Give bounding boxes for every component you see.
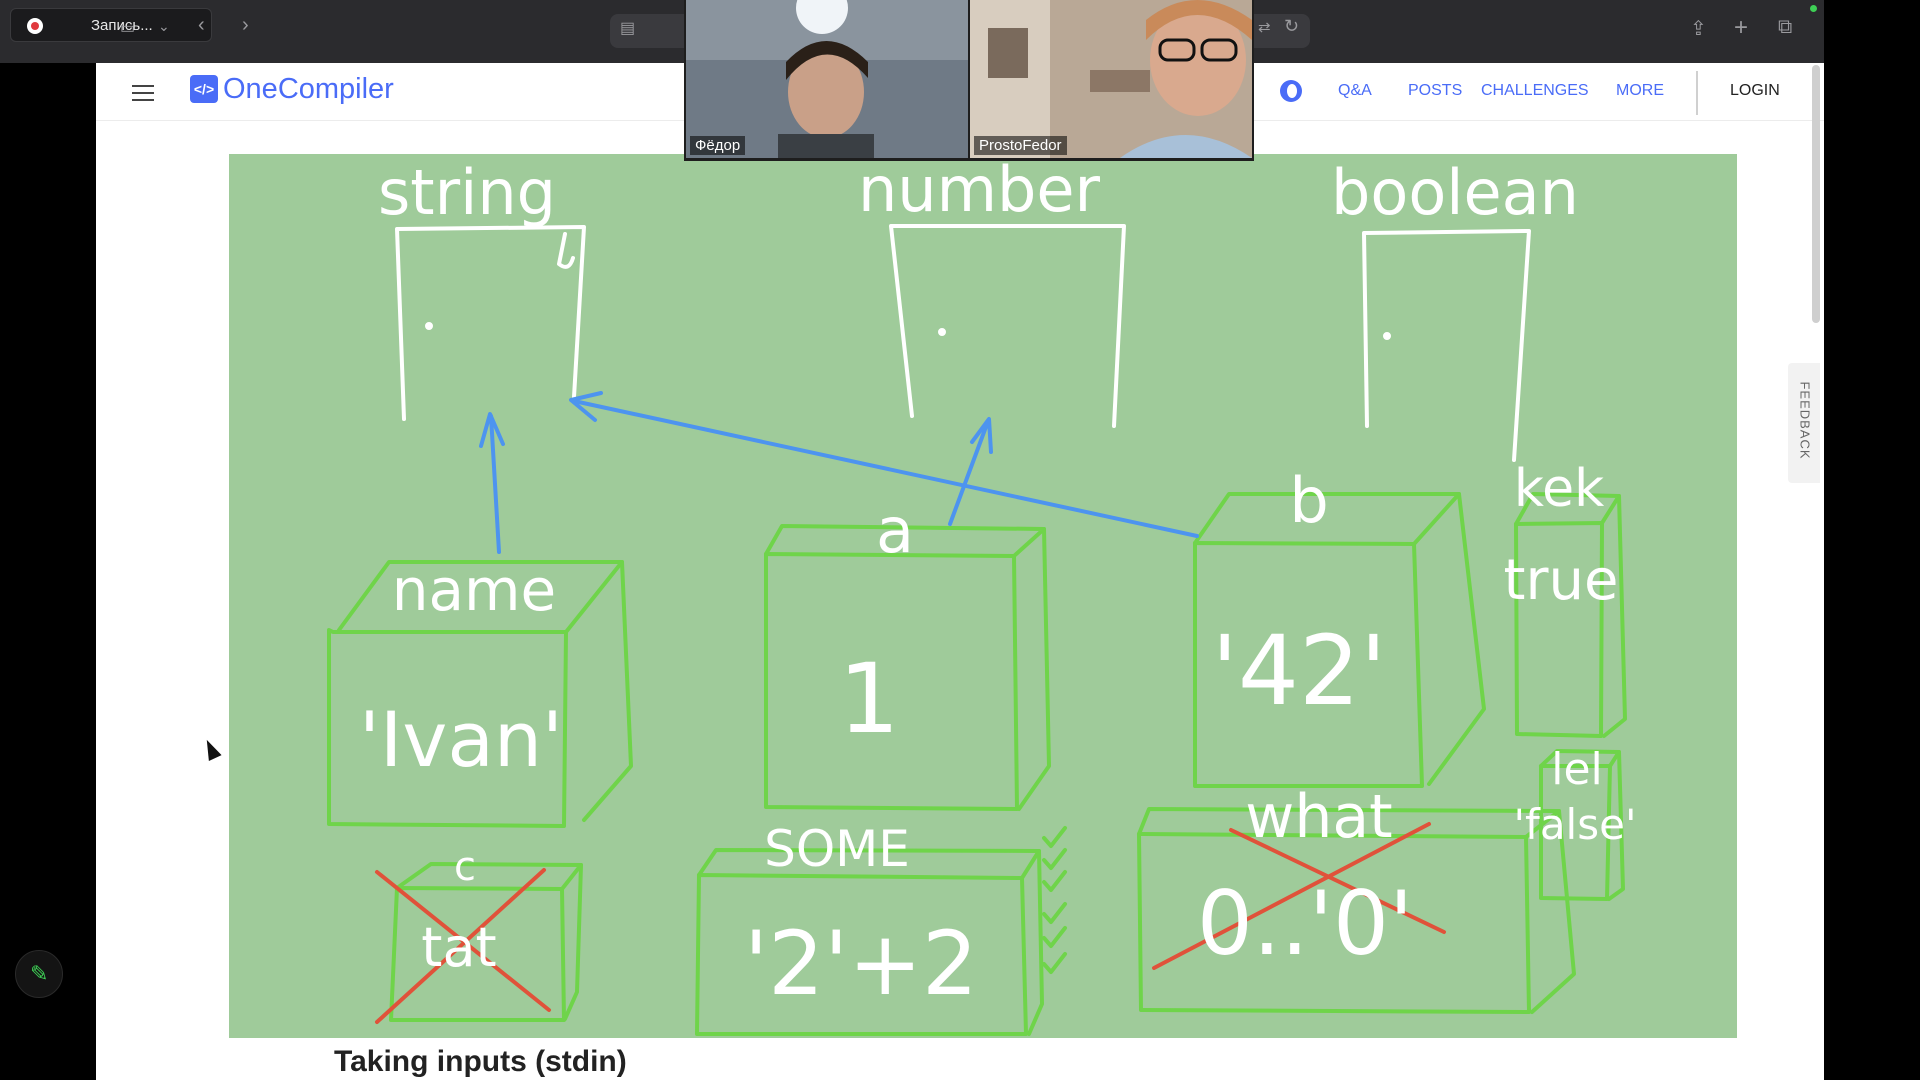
box-label-name: name xyxy=(392,556,556,624)
nav-divider xyxy=(1696,71,1698,115)
participant-tile-2[interactable]: ProstoFedor xyxy=(970,0,1252,158)
type-label-string: string xyxy=(378,156,556,229)
feedback-label: FEEDBACK xyxy=(1797,381,1813,460)
login-button[interactable]: LOGIN xyxy=(1730,82,1780,99)
web-page: </> OneCompiler Q&A POSTS CHALLENGES MOR… xyxy=(96,63,1824,1080)
box-what xyxy=(1137,807,1576,1014)
box-label-what: what xyxy=(1245,782,1392,852)
box-label-lel: lel xyxy=(1551,744,1603,795)
cross-out-what xyxy=(1152,822,1446,970)
feedback-tab[interactable]: FEEDBACK xyxy=(1788,363,1820,483)
annotate-button[interactable]: ✎ xyxy=(15,950,63,998)
type-label-number: number xyxy=(858,154,1100,226)
box-value-what: 0..'0' xyxy=(1197,872,1413,975)
box-b xyxy=(1193,492,1486,788)
box-label-c: c xyxy=(454,844,476,890)
box-c xyxy=(389,862,583,1022)
participant-video-1 xyxy=(686,0,968,158)
reload-icon[interactable]: ↻ xyxy=(1284,16,1300,36)
pencil-icon: ✎ xyxy=(30,961,49,986)
nav-challenges[interactable]: CHALLENGES xyxy=(1481,82,1589,99)
box-label-some: SOME xyxy=(764,820,910,878)
sidebar-icon[interactable]: ▭ xyxy=(120,20,136,37)
type-door-string xyxy=(395,225,586,421)
box-label-b: b xyxy=(1289,464,1328,537)
cross-out-c xyxy=(375,868,551,1024)
type-door-number xyxy=(889,224,1126,428)
box-name xyxy=(327,560,633,828)
new-tab-icon[interactable]: + xyxy=(1734,14,1749,41)
box-value-kek: true xyxy=(1504,548,1619,613)
box-value-name: 'Ivan' xyxy=(359,695,563,784)
box-value-c: tat xyxy=(421,916,496,979)
type-door-boolean xyxy=(1362,229,1531,462)
recording-label: Запись... xyxy=(91,17,153,34)
share-icon[interactable]: ⇪ xyxy=(1690,18,1707,40)
tabs-overview-icon[interactable]: ⧉ xyxy=(1778,16,1793,38)
translate-icon[interactable]: ⇄ xyxy=(1258,19,1271,36)
box-label-kek: kek xyxy=(1514,459,1604,519)
participant-name-2: ProstoFedor xyxy=(974,136,1067,155)
box-label-a: a xyxy=(876,494,914,567)
reader-icon[interactable]: ▤ xyxy=(620,20,636,37)
menu-icon[interactable] xyxy=(132,85,154,101)
site-logo[interactable]: OneCompiler xyxy=(223,73,394,105)
camera-active-indicator xyxy=(1810,5,1817,12)
box-value-lel: 'false' xyxy=(1513,800,1636,849)
box-value-some: '2'+2 xyxy=(744,912,978,1015)
box-a xyxy=(764,524,1051,811)
box-value-a: 1 xyxy=(838,643,899,755)
video-call-strip: Фёдор ProstoFedor xyxy=(684,0,1254,161)
type-label-boolean: boolean xyxy=(1331,156,1579,229)
box-some xyxy=(695,848,1044,1036)
arrow-a-to-number xyxy=(948,417,993,526)
mouse-cursor-icon xyxy=(200,736,222,762)
checkmarks xyxy=(1042,826,1067,974)
chevron-down-icon[interactable]: ⌄ xyxy=(158,18,170,34)
box-value-b: '42' xyxy=(1212,615,1387,727)
participant-video-2 xyxy=(970,0,1252,158)
arrow-b-to-string xyxy=(569,391,1199,538)
participant-name-1: Фёдор xyxy=(690,136,746,155)
page-scrollbar[interactable] xyxy=(1812,65,1820,323)
whiteboard-drawing: string number boolean name 'Ivan' a 1 b … xyxy=(327,154,1637,1036)
record-icon xyxy=(27,18,43,34)
theme-toggle-icon[interactable] xyxy=(1280,80,1302,102)
back-icon[interactable]: ‹ xyxy=(198,14,205,36)
arrow-name-to-string xyxy=(479,412,505,554)
recording-indicator[interactable]: Запись... xyxy=(10,8,212,42)
nav-more[interactable]: MORE xyxy=(1616,82,1664,99)
nav-posts[interactable]: POSTS xyxy=(1408,82,1463,99)
box-lel xyxy=(1539,749,1625,901)
section-heading: Taking inputs (stdin) xyxy=(334,1045,627,1078)
participant-tile-1[interactable]: Фёдор xyxy=(686,0,968,158)
whiteboard-image: string number boolean name 'Ivan' a 1 b … xyxy=(229,154,1737,1038)
logo-icon[interactable]: </> xyxy=(190,75,218,103)
nav-qa[interactable]: Q&A xyxy=(1338,82,1372,99)
forward-icon[interactable]: › xyxy=(242,14,249,36)
box-kek xyxy=(1514,492,1627,738)
